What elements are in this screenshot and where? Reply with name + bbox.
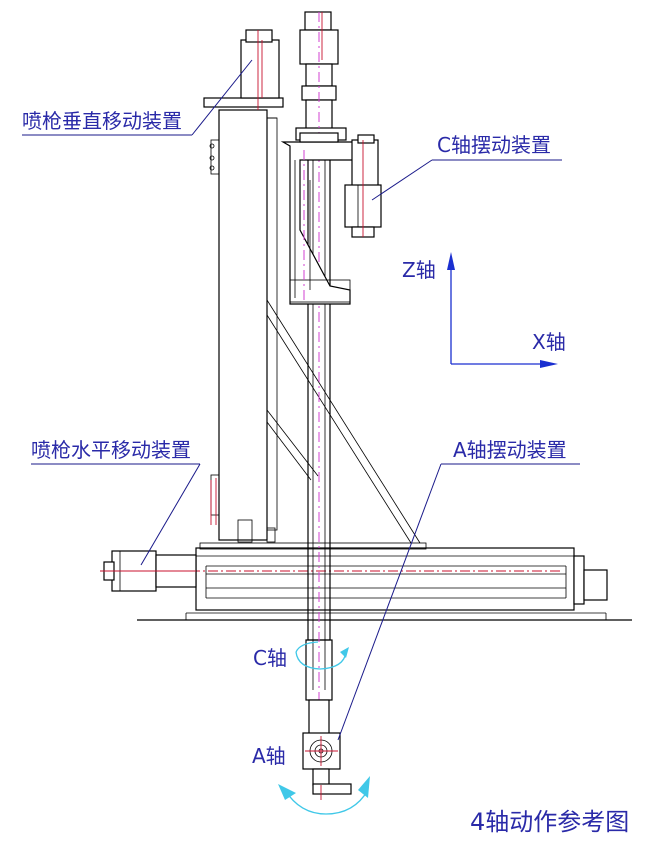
diagonal-bracing [266, 299, 421, 544]
vertical-column [203, 29, 284, 543]
a-axis-arrowhead-right [358, 776, 370, 798]
x-axis-arrowhead [540, 360, 558, 368]
c-axis-label: C轴 [253, 646, 287, 670]
leader-lines [22, 59, 580, 741]
c-swing-device-label: C轴摆动装置 [437, 133, 551, 157]
a-axis-arrowhead-left [278, 784, 296, 800]
z-axis-label: Z轴 [402, 258, 436, 282]
horizontal-motor [100, 550, 197, 592]
a-axis-label: A轴 [252, 744, 286, 768]
c-axis-motor [344, 134, 382, 238]
base-floor [137, 612, 632, 621]
c-axis-rotation-arrow [295, 641, 349, 670]
a-axis-head [302, 699, 352, 800]
z-axis-arrowhead [447, 252, 455, 270]
a-axis-rotation-arrow [278, 776, 370, 815]
x-axis-label: X轴 [532, 330, 566, 354]
horizontal-device-label: 喷枪水平移动装置 [31, 438, 191, 462]
axis-indicator [447, 252, 558, 368]
central-spindle [295, 11, 347, 760]
figure-title: 4轴动作参考图 [470, 808, 629, 836]
vertical-device-label: 喷枪垂直移动装置 [22, 109, 182, 133]
a-swing-device-label: A轴摆动装置 [453, 438, 567, 462]
